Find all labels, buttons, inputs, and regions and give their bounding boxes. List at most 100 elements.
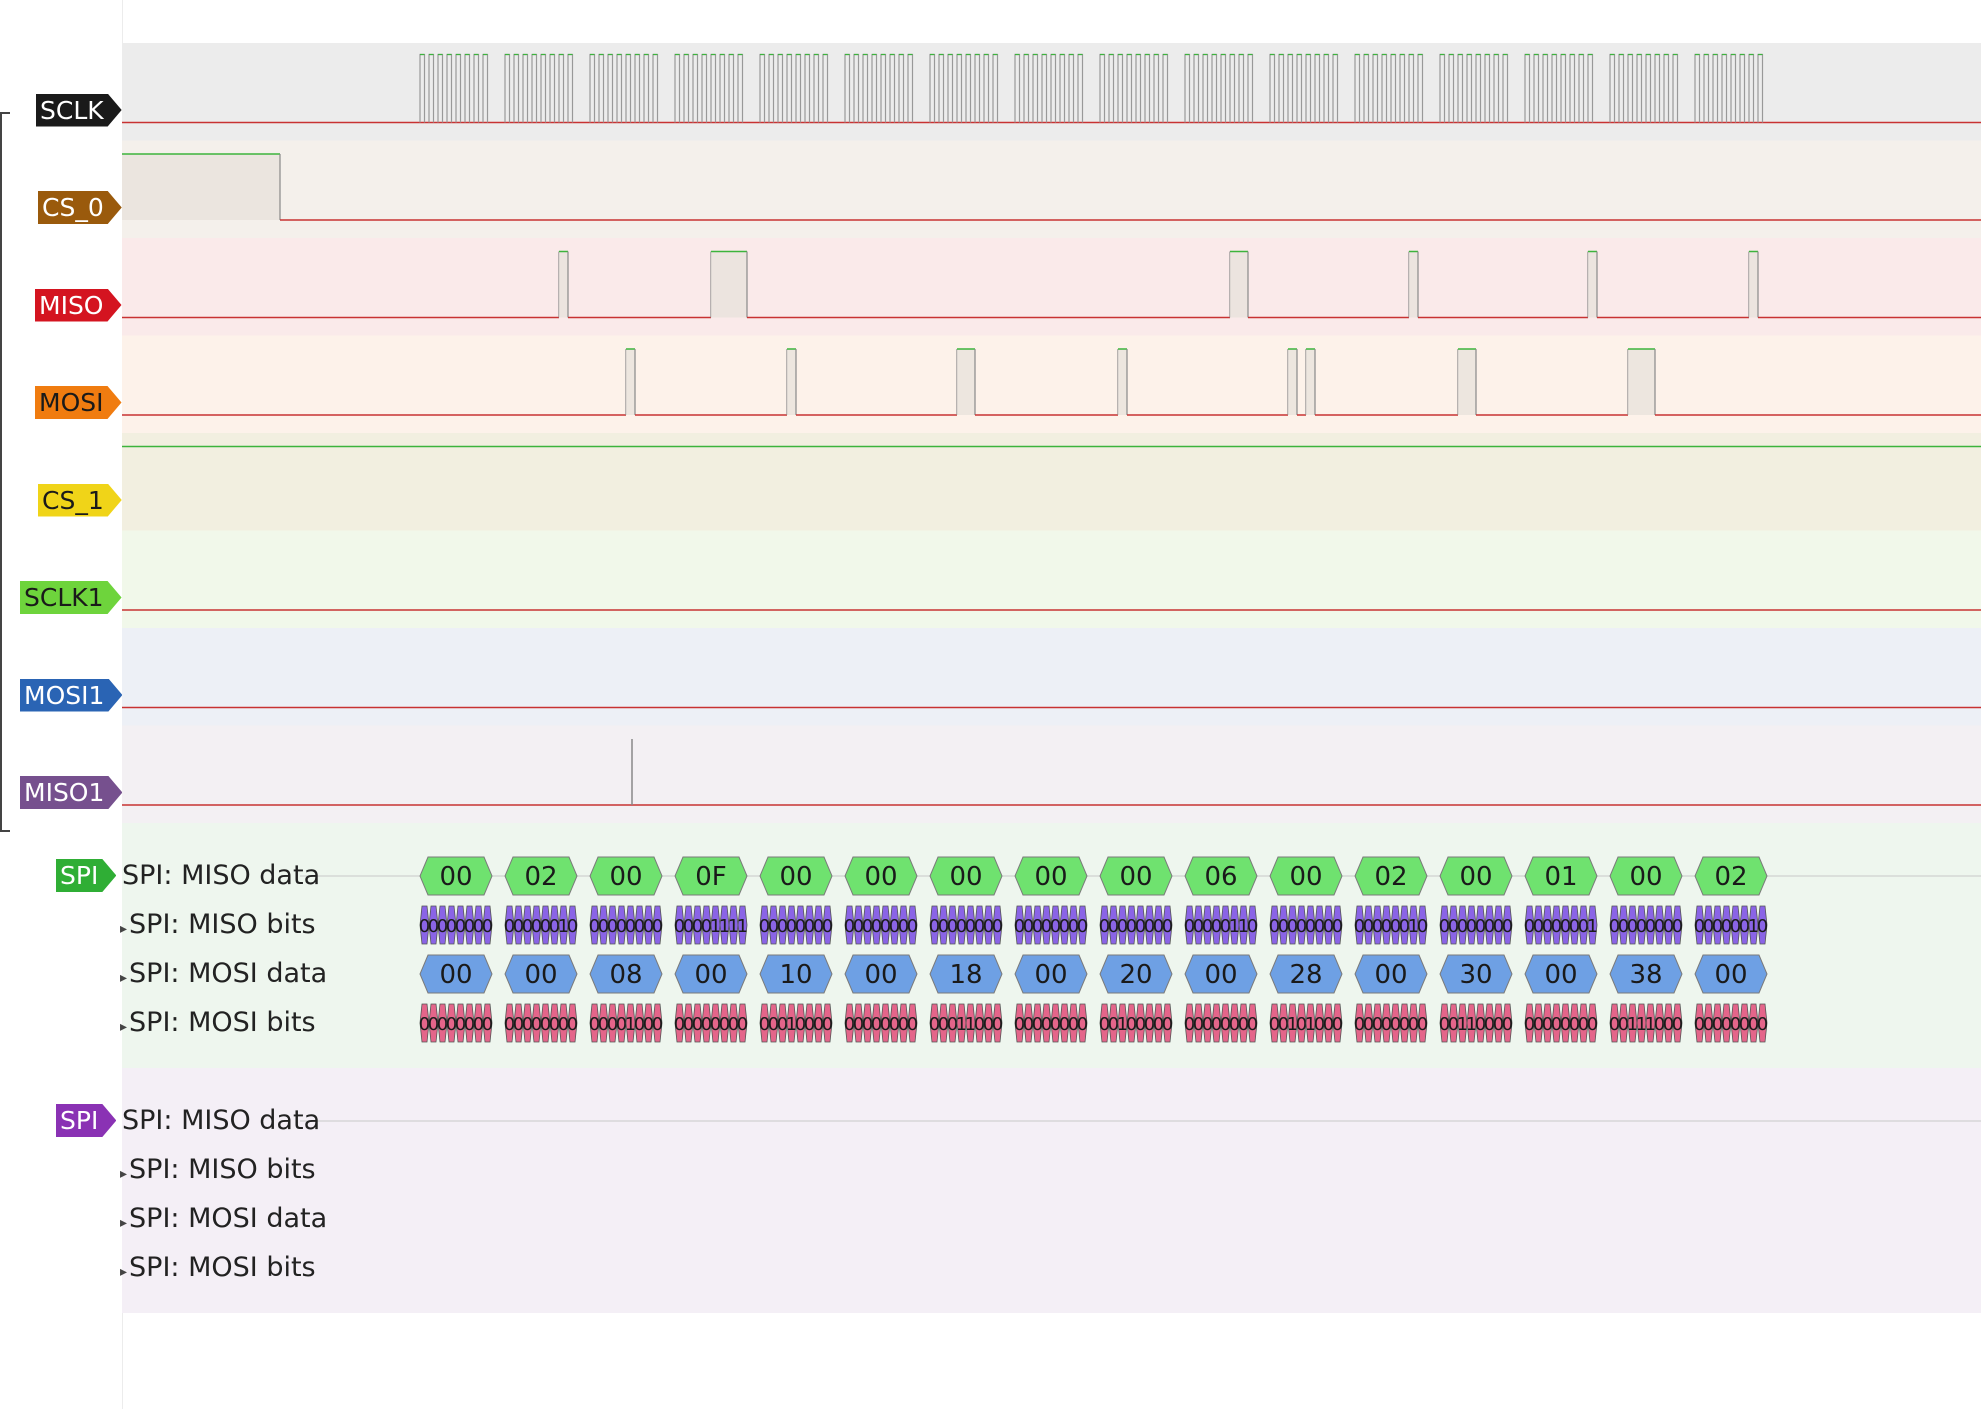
decoder-tag-spi[interactable]: SPI [56, 1104, 116, 1137]
lane-cs_0 [122, 140, 1981, 238]
decoder-row-label[interactable]: SPI: MISO data [120, 858, 320, 894]
annotation-spi-mosi-data[interactable]: 18 [929, 954, 1003, 994]
annotation-spi-mosi-data[interactable]: 00 [419, 954, 493, 994]
annotation-bit: 0 [1184, 1014, 1195, 1035]
annotation-spi-mosi-data[interactable]: 20 [1099, 954, 1173, 994]
channel-label-sclk[interactable]: SCLK [36, 94, 122, 127]
annotation-bit: 0 [652, 916, 663, 937]
annotation-bit: 0 [1099, 1014, 1110, 1035]
annotation-spi-miso-data[interactable]: 00 [1099, 856, 1173, 896]
decoder-tag-spi[interactable]: SPI [56, 859, 116, 892]
annotation-spi-miso-data[interactable]: 02 [1694, 856, 1768, 896]
annotation-spi-mosi-data[interactable]: 00 [1014, 954, 1088, 994]
annotation-spi-mosi-data[interactable]: 08 [589, 954, 663, 994]
annotation-spi-miso-data[interactable]: 06 [1184, 856, 1258, 896]
annotation-spi-mosi-data[interactable]: 00 [1184, 954, 1258, 994]
annotation-spi-mosi-data[interactable]: 10 [759, 954, 833, 994]
decoder-row-label[interactable]: ▸SPI: MOSI data [120, 956, 327, 992]
channel-label-cs_0[interactable]: CS_0 [38, 191, 122, 224]
annotation-spi-mosi-data[interactable]: 00 [504, 954, 578, 994]
annotation-spi-miso-data[interactable]: 0F [674, 856, 748, 896]
annotation-spi-miso-data[interactable]: 00 [1439, 856, 1513, 896]
annotation-spi-miso-data[interactable]: 01 [1524, 856, 1598, 896]
decoder-row-label[interactable]: ▸SPI: MISO bits [120, 1152, 316, 1188]
annotation-spi-mosi-data[interactable]: 30 [1439, 954, 1513, 994]
annotation-bit: 0 [719, 1014, 730, 1035]
annotation-spi-mosi-data[interactable]: 00 [1694, 954, 1768, 994]
annotation-spi-miso-data[interactable]: 00 [419, 856, 493, 896]
annotation-spi-mosi-data[interactable]: 38 [1609, 954, 1683, 994]
annotation-spi-miso-data[interactable]: 00 [759, 856, 833, 896]
decoder-row-label[interactable]: SPI: MISO data [120, 1103, 320, 1139]
annotation-spi-miso-data[interactable]: 00 [1609, 856, 1683, 896]
annotation-bit: 1 [625, 1014, 636, 1035]
annotation-spi-mosi-data[interactable]: 00 [674, 954, 748, 994]
annotation-spi-miso-data[interactable]: 00 [1269, 856, 1343, 896]
expand-triangle-icon[interactable]: ▸ [120, 1019, 128, 1035]
annotation-bit: 0 [1050, 916, 1061, 937]
expand-triangle-icon[interactable]: ▸ [120, 1166, 128, 1182]
channel-label-mosi1[interactable]: MOSI1 [20, 679, 122, 712]
annotation-bit: 0 [652, 1014, 663, 1035]
expand-triangle-icon[interactable]: ▸ [120, 1215, 128, 1231]
channel-label-miso1[interactable]: MISO1 [20, 776, 122, 809]
annotation-spi-miso-data[interactable]: 02 [1354, 856, 1428, 896]
expand-triangle-icon[interactable]: ▸ [120, 921, 128, 937]
channel-label-cs_1[interactable]: CS_1 [38, 484, 122, 517]
decoder-row-label[interactable]: ▸SPI: MISO bits [120, 907, 316, 943]
annotation-spi-miso-data[interactable]: 02 [504, 856, 578, 896]
decoder-row-label[interactable]: ▸SPI: MOSI data [120, 1201, 327, 1237]
annotation-bit: 0 [1618, 916, 1629, 937]
expand-triangle-icon[interactable]: ▸ [120, 970, 128, 986]
annotation-spi-mosi-data[interactable]: 28 [1269, 954, 1343, 994]
annotation-spi-mosi-data[interactable]: 00 [1524, 954, 1598, 994]
annotation-spi-miso-data[interactable]: 00 [929, 856, 1003, 896]
annotation-bit: 0 [701, 916, 712, 937]
expand-triangle-icon[interactable]: ▸ [120, 1264, 128, 1280]
decoder-row-label[interactable]: ▸SPI: MOSI bits [120, 1005, 316, 1041]
annotation-spi-miso-data[interactable]: 00 [1014, 856, 1088, 896]
annotation-spi-miso-data[interactable]: 00 [844, 856, 918, 896]
annotation-spi-miso-data[interactable]: 00 [589, 856, 663, 896]
annotation-spi-mosi-data[interactable]: 00 [844, 954, 918, 994]
annotation-spi-mosi-data[interactable]: 00 [1354, 954, 1428, 994]
annotation-bit: 0 [589, 916, 600, 937]
decoder-row-label[interactable]: ▸SPI: MOSI bits [120, 1250, 316, 1286]
channel-label-mosi[interactable]: MOSI [35, 386, 122, 419]
channel-label-sclk1[interactable]: SCLK1 [20, 581, 122, 614]
channel-label-miso[interactable]: MISO [35, 289, 122, 322]
